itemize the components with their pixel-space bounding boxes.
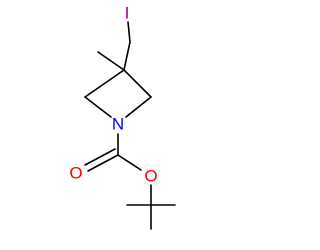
bond-carbonyl-double-2	[84, 148, 116, 166]
molecule-diagram: I N O O	[69, 4, 176, 230]
bond-carbonyl-oxygen	[117, 154, 142, 171]
bond-c2-n	[84, 96, 112, 118]
bond-c3-ch2	[123, 41, 131, 71]
atom-labels: I N O O	[69, 4, 157, 186]
structure-canvas: I N O O	[69, 3, 176, 230]
bond-c4-n	[125, 96, 152, 118]
bonds	[84, 21, 176, 230]
bond-c3-c4	[123, 69, 152, 98]
atom-nitrogen: N	[112, 115, 124, 134]
atom-carbonyl-oxygen: O	[69, 164, 82, 183]
bond-carbonyl-double-1	[87, 154, 119, 172]
atom-ester-oxygen: O	[144, 167, 157, 186]
bond-c3-methyl	[97, 51, 125, 71]
bond-c3-c2	[84, 69, 125, 98]
atom-iodine: I	[125, 4, 130, 23]
bond-ch2-i	[127, 21, 131, 43]
